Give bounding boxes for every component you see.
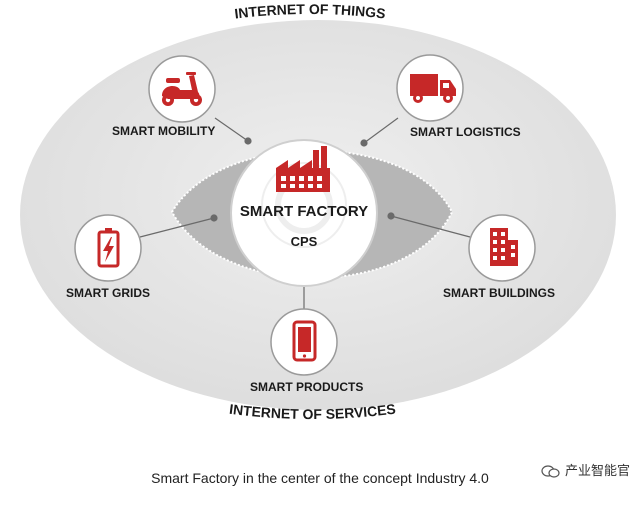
center-title: SMART FACTORY	[240, 203, 368, 220]
building-icon	[490, 228, 518, 266]
connector-dot-logistics	[360, 139, 368, 147]
connector-dot-grids	[210, 214, 218, 222]
connector-logistics	[363, 117, 399, 144]
watermark-text: 产业智能官	[564, 463, 630, 478]
factory-icon	[276, 146, 330, 192]
label-smart-buildings: SMART BUILDINGS	[443, 286, 555, 300]
connector-buildings	[390, 215, 471, 238]
internet-of-services-label: INTERNET OF SERVICES	[228, 401, 396, 422]
figure-caption: Smart Factory in the center of the conce…	[151, 470, 489, 486]
connector-dot-mobility	[244, 137, 252, 145]
center-circle	[230, 139, 378, 287]
wechat-icon	[541, 464, 560, 478]
watermark: 产业智能官	[541, 460, 630, 479]
center-subtitle: CPS	[291, 234, 318, 249]
label-smart-mobility: SMART MOBILITY	[112, 124, 216, 138]
internet-of-things-label: INTERNET OF THINGS	[234, 1, 387, 22]
smartphone-icon	[292, 320, 317, 362]
truck-icon	[410, 74, 456, 103]
label-smart-grids: SMART GRIDS	[66, 286, 150, 300]
connector-mobility	[214, 117, 249, 142]
battery-icon	[97, 228, 120, 268]
connector-dot-buildings	[387, 212, 395, 220]
node-circle-mobility	[148, 55, 216, 123]
connector-grids	[139, 217, 215, 238]
label-smart-products: SMART PRODUCTS	[250, 380, 364, 394]
scooter-icon	[162, 72, 202, 106]
label-smart-logistics: SMART LOGISTICS	[410, 125, 521, 139]
